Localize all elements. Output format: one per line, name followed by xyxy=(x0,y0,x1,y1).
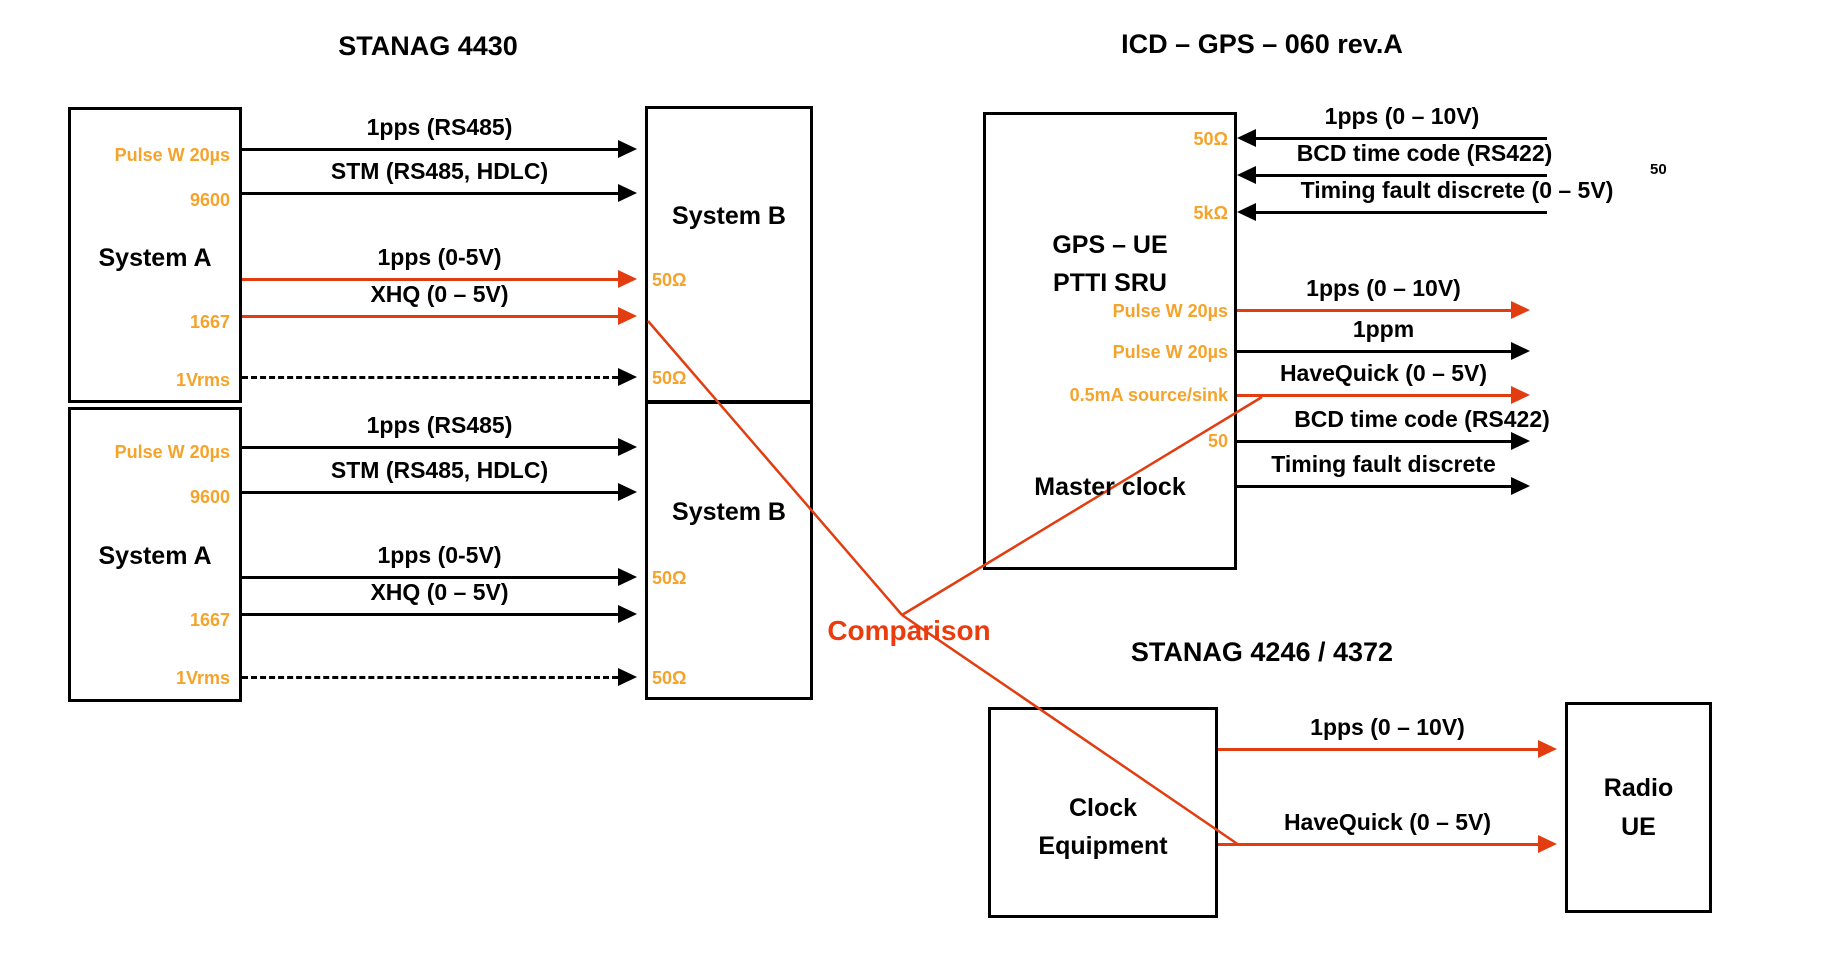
arrow-1vrms-dashed-g2 xyxy=(242,668,637,686)
arrow-1pps-rs485-g2 xyxy=(242,438,637,456)
arrow-in-bcd-time-code xyxy=(1237,166,1547,184)
arrow-in-1pps-0-10v xyxy=(1237,129,1547,147)
term-50ohm-g2-b: 50Ω xyxy=(652,668,687,688)
system-a-box-2 xyxy=(68,407,242,702)
arrow-in-timing-fault xyxy=(1237,203,1547,221)
clock-label: Clock xyxy=(1068,794,1138,822)
port-baud-g1: 9600 xyxy=(189,190,230,210)
arrow-xhq-g1 xyxy=(242,307,637,325)
term-5kohm-gps-in3: 5kΩ xyxy=(1193,203,1228,223)
arrow-out-timing-fault xyxy=(1237,477,1530,495)
src-pulse-width-out1: Pulse W 20µs xyxy=(1112,301,1228,321)
signal-label-1pps-0-5v-g2: 1pps (0-5V) xyxy=(377,542,502,568)
signal-label-stm-g1: STM (RS485, HDLC) xyxy=(330,158,549,184)
ptti-sru-label: PTTI SRU xyxy=(1053,269,1167,297)
arrow-out-1pps-0-10v xyxy=(1237,301,1530,319)
arrow-stm-g2 xyxy=(242,483,637,501)
arrow-clock-1pps-0-10v xyxy=(1218,740,1557,758)
signal-label-xhq-g2: XHQ (0 – 5V) xyxy=(370,579,509,605)
ue-label: UE xyxy=(1621,813,1656,841)
title-stanag-4430: STANAG 4430 xyxy=(338,31,518,61)
port-1vrms-g1: 1Vrms xyxy=(175,370,230,390)
arrow-xhq-g2 xyxy=(242,605,637,623)
in-label-timing-fault: Timing fault discrete (0 – 5V) xyxy=(1300,177,1614,203)
in-label-1pps-0-10v: 1pps (0 – 10V) xyxy=(1324,103,1480,129)
arrow-1pps-rs485-g1 xyxy=(242,140,637,158)
port-baud-g2: 9600 xyxy=(189,487,230,507)
term-50ohm-g1-a: 50Ω xyxy=(652,270,687,290)
arrow-1vrms-dashed-g1 xyxy=(242,368,637,386)
signal-label-1pps-rs485-g1: 1pps (RS485) xyxy=(366,114,513,140)
arrow-1pps-0-5v-g1 xyxy=(242,270,637,288)
arrow-clock-havequick xyxy=(1218,835,1557,853)
system-a-2-label: System A xyxy=(98,542,212,570)
clock-label-1pps-0-10v: 1pps (0 – 10V) xyxy=(1310,714,1465,740)
port-1vrms-g2: 1Vrms xyxy=(175,668,230,688)
system-b-1-label: System B xyxy=(672,202,786,230)
arrow-stm-g1 xyxy=(242,184,637,202)
port-1667-g1: 1667 xyxy=(189,312,230,332)
signal-label-1pps-0-5v-g1: 1pps (0-5V) xyxy=(377,244,502,270)
signal-label-1pps-rs485-g2: 1pps (RS485) xyxy=(366,412,513,438)
arrow-out-bcd-time-code xyxy=(1237,432,1530,450)
out-label-1pps-0-10v: 1pps (0 – 10V) xyxy=(1306,275,1461,301)
src-50-out4: 50 xyxy=(1207,431,1228,451)
signal-label-stm-g2: STM (RS485, HDLC) xyxy=(330,457,549,483)
out-label-1ppm: 1ppm xyxy=(1352,316,1415,342)
clock-label-havequick: HaveQuick (0 – 5V) xyxy=(1283,809,1492,835)
arrow-out-havequick xyxy=(1237,386,1530,404)
equipment-label: Equipment xyxy=(1038,832,1168,860)
term-50ohm-gps-in1: 50Ω xyxy=(1193,129,1228,149)
out-label-timing-fault: Timing fault discrete xyxy=(1271,451,1496,477)
in-label-bcd-time-code: BCD time code (RS422) xyxy=(1296,140,1553,166)
out-label-havequick: HaveQuick (0 – 5V) xyxy=(1279,360,1488,386)
port-pulse-width-g2: Pulse W 20µs xyxy=(114,442,230,462)
master-clock-label: Master clock xyxy=(1034,473,1186,501)
title-stanag-4246-4372: STANAG 4246 / 4372 xyxy=(1130,637,1394,667)
system-b-box-1 xyxy=(645,106,813,403)
system-b-box-2 xyxy=(645,401,813,700)
arrow-out-1ppm xyxy=(1237,342,1530,360)
term-50ohm-g2-a: 50Ω xyxy=(652,568,687,588)
radio-ue-box xyxy=(1565,702,1712,913)
term-50ohm-g1-b: 50Ω xyxy=(652,368,687,388)
src-0-5ma-out3: 0.5mA source/sink xyxy=(1069,385,1228,405)
comparison-label: Comparison xyxy=(827,615,991,646)
in-label-timing-fault-superscript: 50 xyxy=(1650,161,1667,178)
port-pulse-width-g1: Pulse W 20µs xyxy=(114,145,230,165)
system-b-2-label: System B xyxy=(672,498,786,526)
arrow-1pps-0-5v-g2 xyxy=(242,568,637,586)
system-a-box-1 xyxy=(68,107,242,403)
radio-label: Radio xyxy=(1603,774,1674,802)
gps-ue-label: GPS – UE xyxy=(1052,231,1168,259)
system-a-1-label: System A xyxy=(98,244,212,272)
port-1667-g2: 1667 xyxy=(189,610,230,630)
title-icd-gps-060: ICD – GPS – 060 rev.A xyxy=(1121,29,1403,59)
out-label-bcd-time-code: BCD time code (RS422) xyxy=(1294,406,1550,432)
src-pulse-width-out2: Pulse W 20µs xyxy=(1112,342,1228,362)
signal-label-xhq-g1: XHQ (0 – 5V) xyxy=(370,281,509,307)
